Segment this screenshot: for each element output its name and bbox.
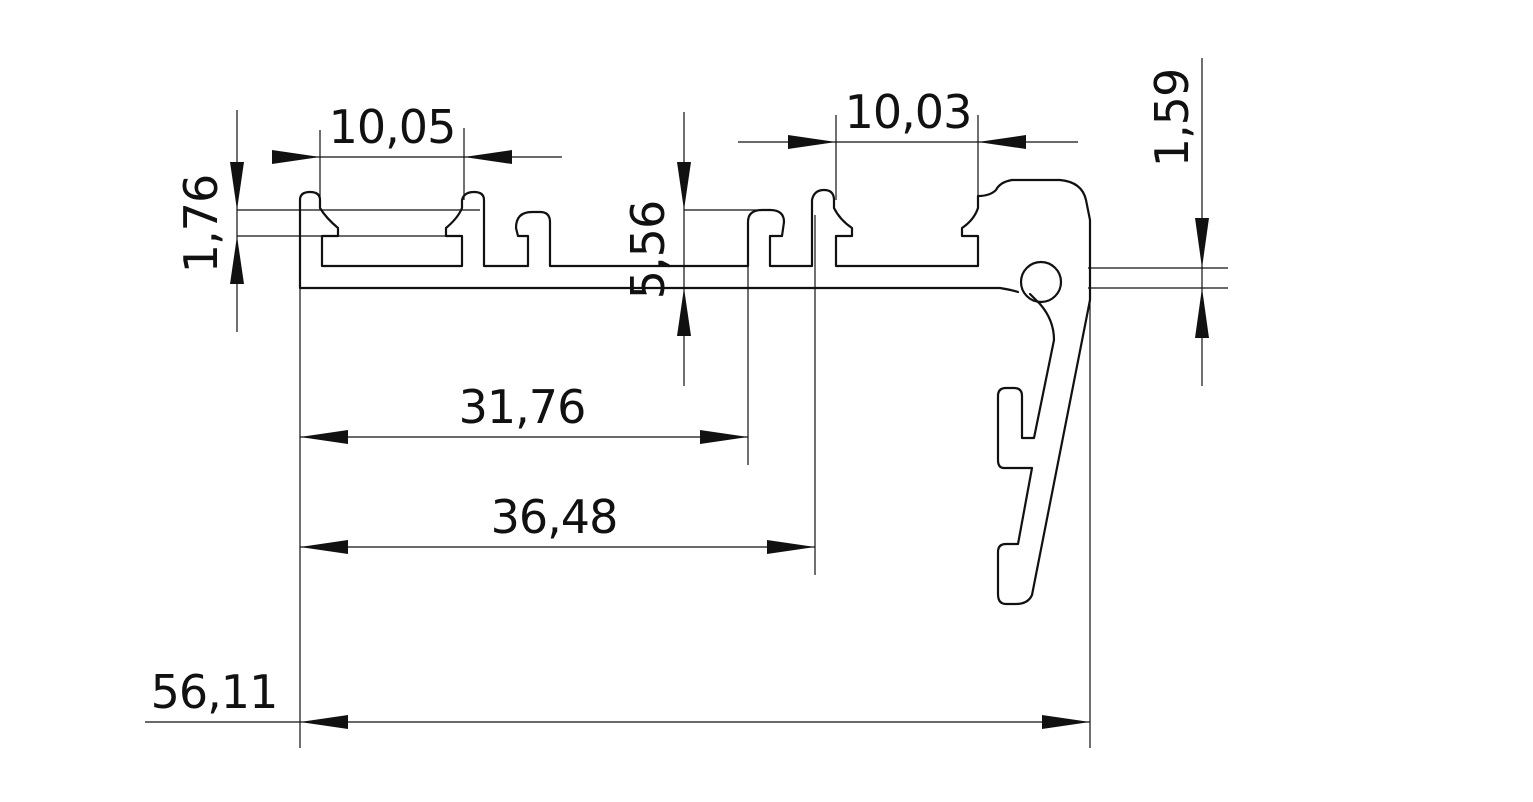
dimension-lines xyxy=(236,58,1203,723)
dim-to-second-wall: 36,48 xyxy=(491,490,618,544)
profile-hook-arm xyxy=(996,292,1092,606)
dim-slot-right-width: 10,03 xyxy=(845,85,972,139)
arrowheads xyxy=(230,135,1209,729)
dim-lip-height: 1,76 xyxy=(174,175,228,273)
dim-slot-left-width: 10,05 xyxy=(329,100,456,154)
hinge-circle xyxy=(1019,260,1063,304)
dim-to-inner-wall: 31,76 xyxy=(459,380,586,434)
aluminium-profile xyxy=(298,178,1092,606)
dim-base-height: 5,56 xyxy=(621,201,675,299)
extension-lines xyxy=(145,115,1228,748)
dim-wall-thickness: 1,59 xyxy=(1145,69,1199,167)
profile-base xyxy=(298,178,1092,302)
profile-base-bottom xyxy=(298,283,1020,294)
dim-overall-width: 56,11 xyxy=(151,665,278,719)
dimension-labels: 10,05 10,03 1,76 5,56 1,59 31,76 36,48 5… xyxy=(151,69,1199,719)
